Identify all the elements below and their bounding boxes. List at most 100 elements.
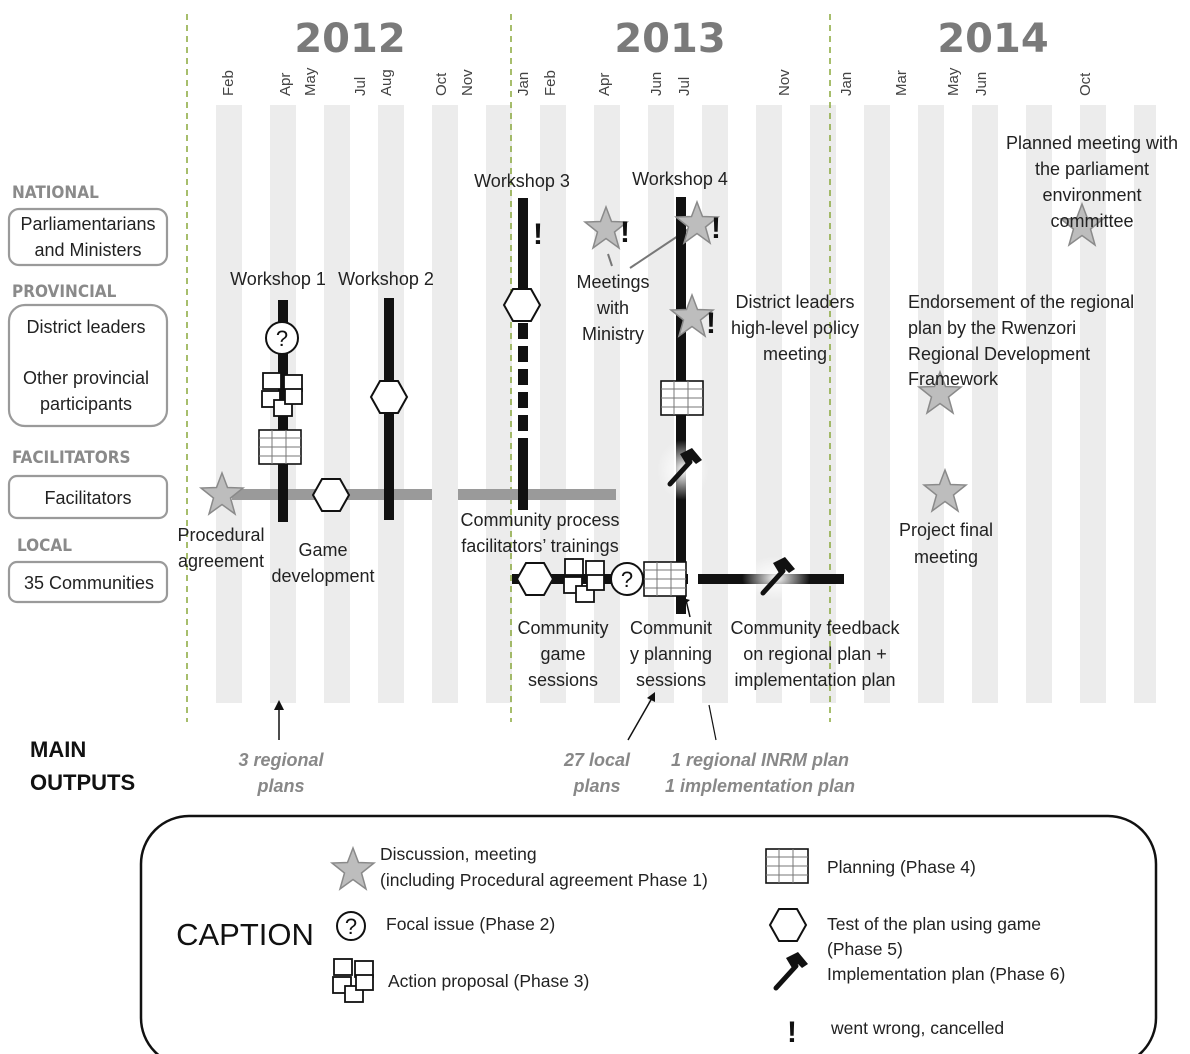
arrow <box>685 599 691 618</box>
month-label: Oct <box>433 72 450 96</box>
label-ministry-1: Meetings <box>576 272 649 292</box>
participant-parliament-line2: and Ministers <box>34 240 141 260</box>
connector-line <box>607 253 613 267</box>
month-label: Mar <box>893 70 910 96</box>
year-2013: 2013 <box>614 16 725 62</box>
label-game-sessions-3: sessions <box>528 670 598 690</box>
month-label: Jul <box>676 77 693 96</box>
participant-box-facilitators <box>7 474 169 520</box>
main-outputs-line1: MAIN <box>30 737 86 762</box>
participant-parliament-line1: Parliamentarians <box>20 214 155 234</box>
workshop3-dash <box>518 346 528 362</box>
label-district-1: District leaders <box>735 292 854 312</box>
month-label: Apr <box>277 73 294 96</box>
level-provincial: PROVINCIAL <box>12 282 117 302</box>
month-label: Feb <box>542 70 559 96</box>
month-label: Nov <box>459 69 476 96</box>
exclamation-icon: ! <box>620 216 630 249</box>
label-workshop4: Workshop 4 <box>632 169 728 189</box>
legend-discussion-1: Discussion, meeting <box>380 844 537 864</box>
facilitator-line-2013 <box>458 489 616 500</box>
exclamation-icon: ! <box>711 212 721 245</box>
month-label: Apr <box>596 73 613 96</box>
label-procedural-2: agreement <box>178 551 264 571</box>
label-final-2: meeting <box>914 547 978 567</box>
label-planning-sessions-1: Communit <box>630 618 712 638</box>
workshop4-bar-bottom <box>676 417 686 614</box>
workshop3-dash <box>518 323 528 339</box>
main-outputs-line2: OUTPUTS <box>30 770 135 795</box>
label-endorsement-4: Framework <box>908 369 999 389</box>
label-endorsement-1: Endorsement of the regional <box>908 292 1134 312</box>
label-final-1: Project final <box>899 520 993 540</box>
legend-wrong: went wrong, cancelled <box>830 1018 1004 1038</box>
legend-focal: Focal issue (Phase 2) <box>386 914 555 934</box>
label-game-sessions-2: game <box>540 644 585 664</box>
output-local-2: plans <box>572 776 620 796</box>
level-facilitators: FACILITATORS <box>12 448 131 468</box>
output-inrm-2: 1 implementation plan <box>665 776 855 796</box>
participant-communities: 35 Communities <box>24 573 154 593</box>
workshop3-bar-top <box>518 198 528 308</box>
label-planned-4: committee <box>1050 211 1133 231</box>
year-2014: 2014 <box>937 16 1048 62</box>
label-workshop2: Workshop 2 <box>338 269 434 289</box>
label-workshop1: Workshop 1 <box>230 269 326 289</box>
planning-symbol <box>258 429 302 465</box>
workshop3-bar-bottom <box>518 438 528 510</box>
participant-facilitators: Facilitators <box>44 488 131 508</box>
legend-planning: Planning (Phase 4) <box>827 857 976 877</box>
test-hex <box>516 562 554 596</box>
month-label: May <box>302 67 319 96</box>
label-feedback-3: implementation plan <box>734 670 895 690</box>
label-game-sessions-1: Community <box>517 618 608 638</box>
label-planned-1: Planned meeting with <box>1006 133 1178 153</box>
label-planning-sessions-2: y planning <box>630 644 712 664</box>
legend-question-mark: ? <box>345 914 357 939</box>
year-2012: 2012 <box>294 16 405 62</box>
label-cpf-2: facilitators’ trainings <box>461 536 618 556</box>
month-label: Aug <box>378 69 395 96</box>
planning-symbol <box>643 561 687 597</box>
year-dividers <box>186 14 831 722</box>
output-arrow <box>627 697 653 741</box>
label-endorsement-2: plan by the Rwenzori <box>908 318 1076 338</box>
output-arrow-head <box>274 700 284 710</box>
month-label: Jan <box>515 72 532 96</box>
test-hex <box>503 288 541 322</box>
month-label: Jun <box>648 72 665 96</box>
month-label: May <box>945 67 962 96</box>
legend-focal-icon <box>336 911 366 941</box>
label-planning-sessions-3: sessions <box>636 670 706 690</box>
focal-issue-symbol <box>610 562 644 596</box>
label-ministry-3: Ministry <box>582 324 644 344</box>
workshop3-dash <box>518 369 528 385</box>
output-inrm-1: 1 regional INRM plan <box>671 750 849 770</box>
legend-implementation: Implementation plan (Phase 6) <box>827 964 1065 984</box>
legend-test-2: (Phase 5) <box>827 939 903 959</box>
label-cpf-1: Community process <box>460 510 619 530</box>
arrow-head <box>683 598 690 604</box>
month-label: Jan <box>838 72 855 96</box>
planning-symbol <box>660 380 704 416</box>
caption-box <box>139 814 1158 1054</box>
output-local-1: 27 local <box>563 750 631 770</box>
month-label: Feb <box>220 70 237 96</box>
test-hex <box>370 380 408 414</box>
output-regional-1: 3 regional <box>238 750 324 770</box>
month-label: Jun <box>973 72 990 96</box>
participant-district: District leaders <box>26 317 145 337</box>
legend-action: Action proposal (Phase 3) <box>388 971 589 991</box>
game-hex <box>312 478 350 512</box>
month-stripes <box>216 105 1156 703</box>
participant-box-communities <box>7 560 169 604</box>
label-district-3: meeting <box>763 344 827 364</box>
output-line <box>708 704 717 741</box>
output-arrow-head <box>647 692 655 702</box>
exclamation-icon: ! <box>706 307 716 340</box>
legend-exclamation-icon: ! <box>787 1016 797 1049</box>
output-regional-2: plans <box>256 776 304 796</box>
label-endorsement-3: Regional Development <box>908 344 1090 364</box>
participant-box-parliament <box>7 207 169 267</box>
